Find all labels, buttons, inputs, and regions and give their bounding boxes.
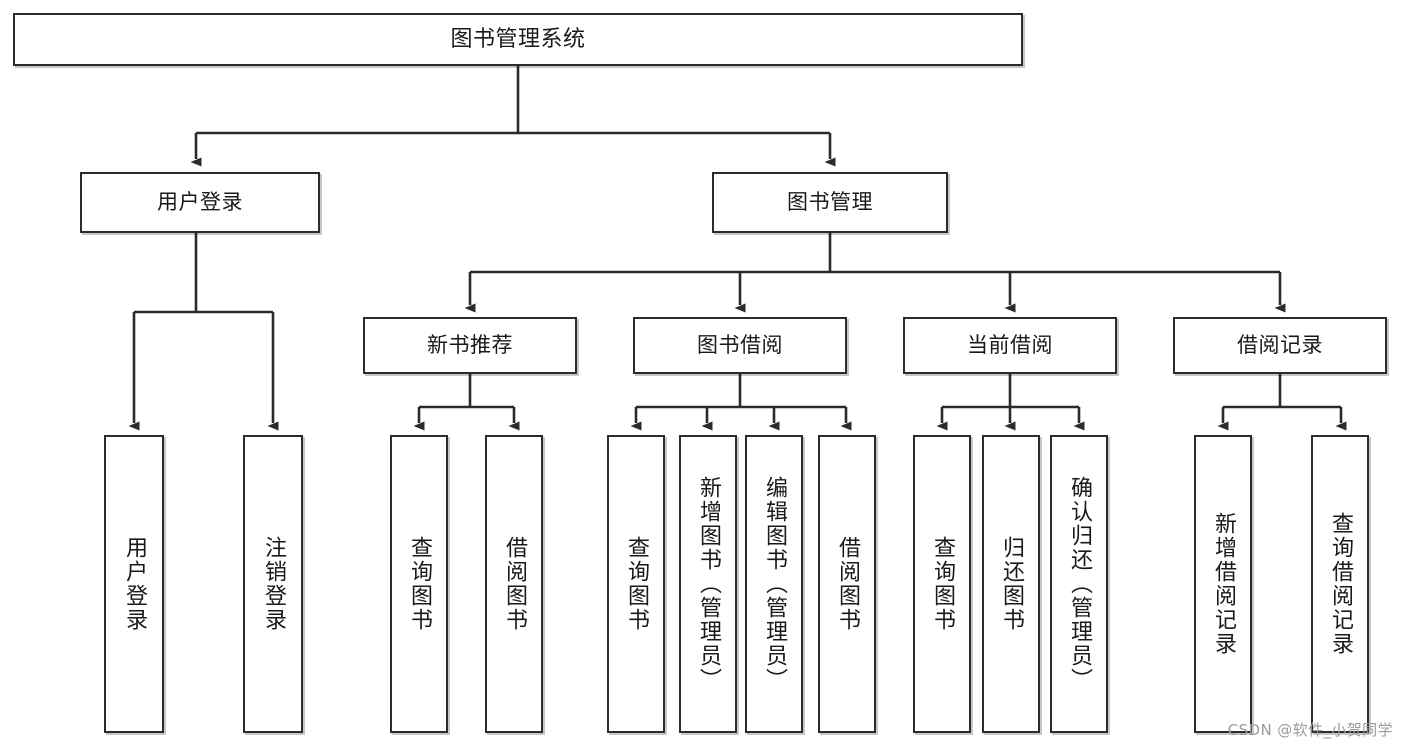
node-book-borrow-label: 图书借阅 xyxy=(697,333,783,358)
node-root[interactable]: 图书管理系统 xyxy=(13,13,1023,66)
leaf-borrow-add-book-admin[interactable]: 新增图书（管理员） xyxy=(679,435,737,733)
leaf-recommend-query-book[interactable]: 查询图书 xyxy=(390,435,448,733)
leaf-user-login-logout[interactable]: 注销登录 xyxy=(243,435,303,733)
leaf-label: 归还图书 xyxy=(998,536,1024,632)
node-book-borrow[interactable]: 图书借阅 xyxy=(633,317,847,374)
leaf-current-return-book[interactable]: 归还图书 xyxy=(982,435,1040,733)
node-current-borrow-label: 当前借阅 xyxy=(967,333,1053,358)
leaf-borrow-edit-book-admin[interactable]: 编辑图书（管理员） xyxy=(745,435,803,733)
leaf-borrow-query-book[interactable]: 查询图书 xyxy=(607,435,665,733)
node-root-label: 图书管理系统 xyxy=(450,26,586,52)
leaf-label: 注销登录 xyxy=(260,536,286,632)
leaf-current-confirm-return-admin[interactable]: 确认归还（管理员） xyxy=(1050,435,1108,733)
leaf-user-login-login[interactable]: 用户登录 xyxy=(104,435,164,733)
leaf-label: 查询图书 xyxy=(406,536,432,632)
node-borrow-record[interactable]: 借阅记录 xyxy=(1173,317,1387,374)
node-book-management-label: 图书管理 xyxy=(787,190,873,215)
leaf-label: 用户登录 xyxy=(121,536,147,632)
watermark-text: CSDN @软件_小贺同学 xyxy=(1227,721,1393,739)
leaf-label: 查询图书 xyxy=(929,536,955,632)
node-user-login-label: 用户登录 xyxy=(157,190,243,215)
node-new-book-recommend-label: 新书推荐 xyxy=(427,333,513,358)
leaf-record-add-record[interactable]: 新增借阅记录 xyxy=(1194,435,1252,733)
leaf-label: 借阅图书 xyxy=(834,536,860,632)
node-borrow-record-label: 借阅记录 xyxy=(1237,333,1323,358)
leaf-recommend-borrow-book[interactable]: 借阅图书 xyxy=(485,435,543,733)
leaf-label: 确认归还（管理员） xyxy=(1066,476,1092,692)
leaf-label: 查询图书 xyxy=(623,536,649,632)
node-user-login[interactable]: 用户登录 xyxy=(80,172,320,233)
leaf-label: 新增图书（管理员） xyxy=(695,476,721,692)
leaf-borrow-borrow-book[interactable]: 借阅图书 xyxy=(818,435,876,733)
leaf-record-query-record[interactable]: 查询借阅记录 xyxy=(1311,435,1369,733)
node-current-borrow[interactable]: 当前借阅 xyxy=(903,317,1117,374)
leaf-label: 借阅图书 xyxy=(501,536,527,632)
node-new-book-recommend[interactable]: 新书推荐 xyxy=(363,317,577,374)
leaf-label: 新增借阅记录 xyxy=(1210,512,1236,656)
leaf-current-query-book[interactable]: 查询图书 xyxy=(913,435,971,733)
leaf-label: 编辑图书（管理员） xyxy=(761,476,787,692)
node-book-management[interactable]: 图书管理 xyxy=(712,172,948,233)
leaf-label: 查询借阅记录 xyxy=(1327,512,1353,656)
